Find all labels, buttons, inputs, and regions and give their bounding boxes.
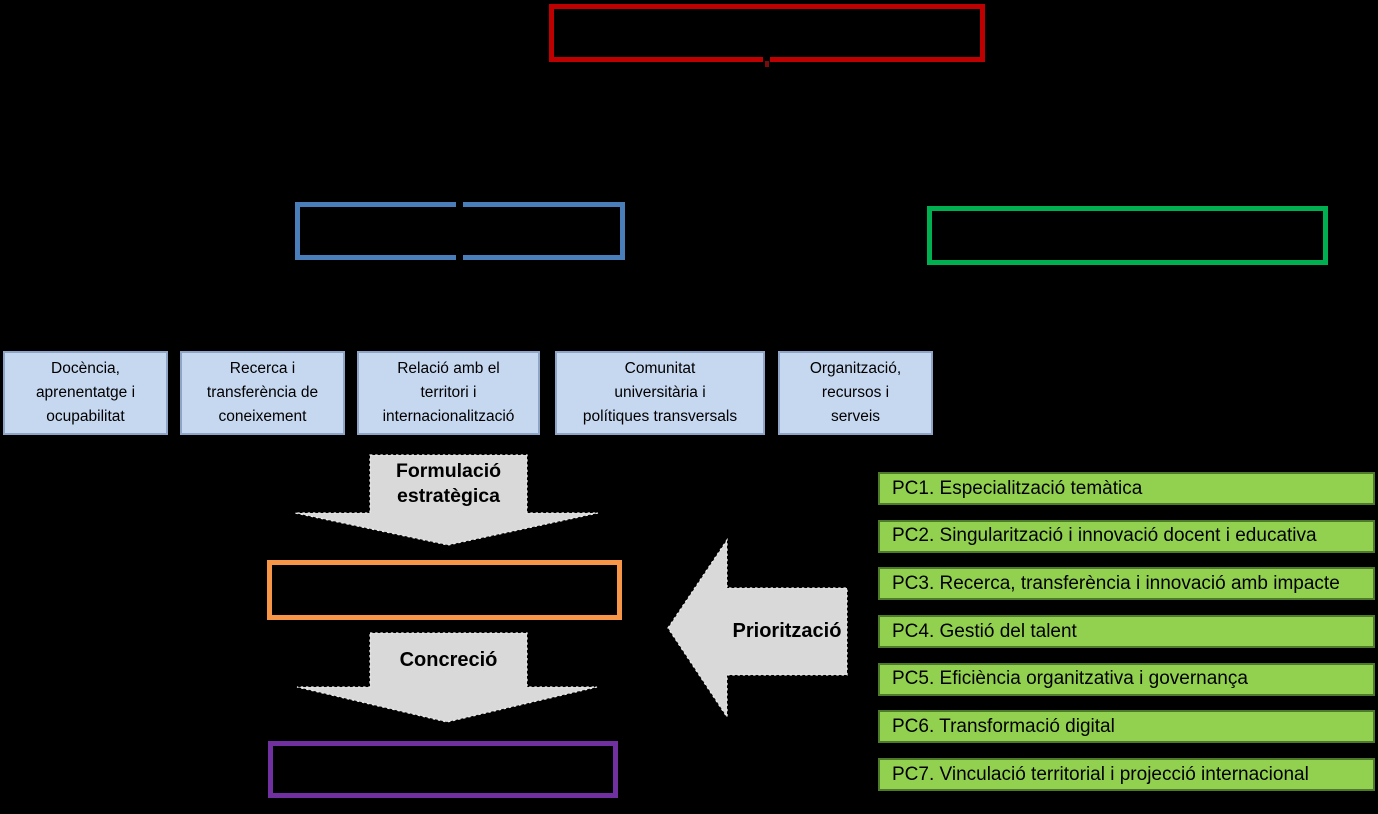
axis-line: polítiques transversals [582, 408, 738, 425]
formulacio-arrow-label: Formulació estratègica [370, 455, 527, 513]
connector-stub [765, 61, 769, 67]
axis-box-recerca: Recerca i transferència de coneixement [180, 351, 345, 435]
axis-line: territori i [420, 384, 477, 401]
axis-line: Comunitat [624, 360, 696, 377]
bottom-purple-outline-box [268, 741, 618, 798]
axis-box-docencia: Docència, aprenentatge i ocupabilitat [3, 351, 168, 435]
priority-line-pc4: PC4. Gestió del talent [878, 615, 1375, 649]
concrecio-arrow-label: Concreció [399, 648, 498, 671]
priority-line-pc5: PC5. Eficiència organitzativa i governan… [878, 662, 1375, 696]
axis-line: coneixement [218, 408, 307, 425]
axis-line: Docència, [51, 360, 120, 377]
prioritzacio-arrow-label: Priorització [732, 620, 842, 642]
priority-line-pc7: PC7. Vinculació territorial i projecció … [878, 758, 1375, 792]
left-arrow-prioritzacio [667, 537, 848, 720]
axis-line: ocupabilitat [46, 408, 125, 425]
axis-line: transferència de [206, 384, 319, 401]
priority-line-pc6: PC6. Transformació digital [878, 710, 1375, 744]
axis-line: aprenentatge i [35, 384, 136, 401]
top-red-outline-box [549, 4, 985, 62]
connector-notch [456, 202, 463, 207]
axis-line: recursos i [821, 384, 890, 401]
axis-line: Organització, [809, 360, 902, 377]
arrow-label-line: Formulació [395, 460, 502, 482]
connector-notch [456, 255, 463, 260]
axis-line: serveis [830, 408, 881, 425]
axis-line: universitària i [614, 384, 706, 401]
down-arrow-concrecio [296, 632, 598, 723]
left-blue-outline-box [295, 202, 625, 260]
axis-line: Recerca i [229, 360, 296, 377]
middle-orange-outline-box [267, 560, 622, 620]
axis-box-organitzacio: Organització, recursos i serveis [778, 351, 933, 435]
connector-notch [763, 57, 770, 62]
axis-box-comunitat: Comunitat universitària i polítiques tra… [555, 351, 765, 435]
down-arrow-formulacio [294, 454, 599, 546]
priority-line-pc1: PC1. Especialització temàtica [878, 472, 1375, 505]
axis-box-territori: Relació amb el territori i internacional… [357, 351, 540, 435]
right-green-outline-box [927, 206, 1328, 265]
priority-line-pc2: PC2. Singularització i innovació docent … [878, 519, 1375, 553]
priority-line-pc3: PC3. Recerca, transferència i innovació … [878, 567, 1375, 601]
priority-lines-list: PC1. Especialització temàtica PC2. Singu… [878, 472, 1375, 792]
axis-line: Relació amb el [397, 360, 500, 377]
arrow-label-line: estratègica [397, 485, 500, 507]
axis-line: internacionalització [382, 408, 515, 425]
